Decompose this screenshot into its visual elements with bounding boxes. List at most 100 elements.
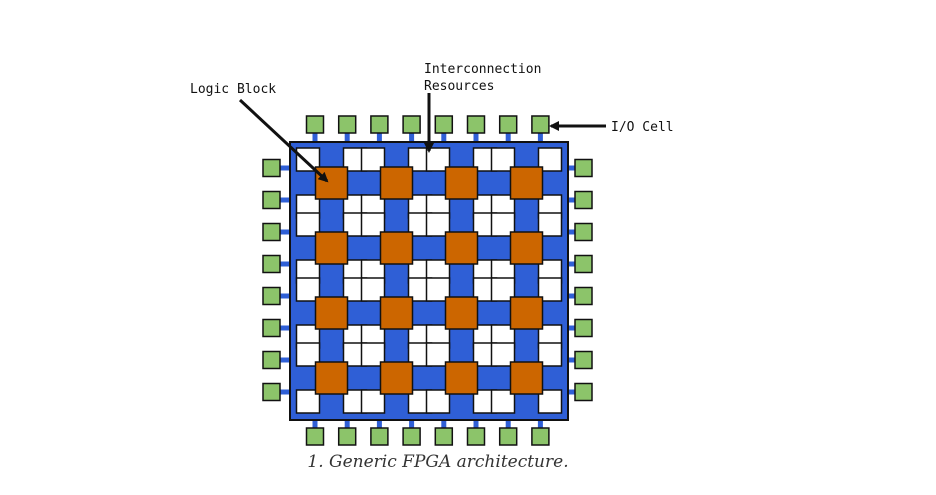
logic-block — [379, 361, 414, 395]
logic-block — [444, 361, 479, 395]
io-cell-left — [262, 350, 281, 370]
routing-cell — [425, 389, 451, 414]
io-cell-bottom — [370, 427, 389, 446]
io-connector — [278, 357, 292, 363]
routing-cell — [490, 342, 516, 367]
io-connector — [566, 325, 580, 331]
io-connector — [278, 325, 292, 331]
io-cell-left — [262, 222, 281, 242]
interconnect-label-line1: Interconnection — [424, 62, 541, 77]
io-cell-bottom — [337, 427, 357, 446]
routing-cell — [537, 147, 563, 172]
io-connector — [344, 418, 350, 430]
io-connector — [312, 132, 318, 144]
io-cell-top — [370, 115, 389, 134]
logic-block — [314, 361, 349, 395]
io-cell-top — [402, 115, 421, 134]
io-cell-bottom — [466, 427, 486, 446]
io-connector — [409, 418, 415, 430]
io-connector — [566, 389, 580, 395]
routing-cell — [295, 277, 321, 302]
routing-cell — [360, 147, 386, 172]
routing-cell — [360, 389, 386, 414]
io-cell-label: I/O Cell — [611, 120, 674, 135]
interconnect-label-line2: Resources — [424, 79, 494, 94]
io-connector — [409, 132, 415, 144]
routing-cell — [295, 212, 321, 237]
logic-block — [509, 231, 544, 265]
io-cell-left — [262, 254, 281, 274]
routing-cell — [490, 212, 516, 237]
io-cell-top — [434, 115, 454, 134]
io-connector — [278, 229, 292, 235]
io-connector — [537, 132, 543, 144]
io-cell-left — [262, 158, 281, 178]
io-connector — [566, 197, 580, 203]
io-cell-bottom — [402, 427, 421, 446]
logic-block — [379, 166, 414, 200]
routing-cell — [537, 389, 563, 414]
io-connector — [566, 357, 580, 363]
io-cell-top — [498, 115, 518, 134]
io-cell-top — [305, 115, 325, 134]
io-connector — [505, 418, 511, 430]
routing-cell — [537, 342, 563, 367]
io-cell-right — [574, 382, 593, 402]
io-connector — [537, 418, 543, 430]
io-connector — [566, 261, 580, 267]
routing-cell — [425, 147, 451, 172]
io-cell-right — [574, 318, 593, 338]
logic-block — [509, 166, 544, 200]
io-connector — [566, 293, 580, 299]
io-cell-right — [574, 286, 593, 306]
routing-cell — [360, 277, 386, 302]
io-cell-right — [574, 158, 593, 178]
logic-block — [509, 296, 544, 330]
io-connector — [278, 165, 292, 171]
logic-block — [314, 231, 349, 265]
io-cell-bottom — [434, 427, 454, 446]
logic-blocks — [314, 166, 544, 395]
logic-block-label: Logic Block — [190, 82, 276, 97]
logic-block-arrow — [238, 98, 329, 183]
routing-cell — [425, 342, 451, 367]
logic-block — [444, 166, 479, 200]
routing-cell — [425, 277, 451, 302]
io-cell-right — [574, 190, 593, 210]
routing-cell — [490, 277, 516, 302]
io-connector — [344, 132, 350, 144]
routing-cell — [490, 147, 516, 172]
io-connector — [566, 165, 580, 171]
routing-cell — [537, 212, 563, 237]
logic-block — [379, 296, 414, 330]
logic-block — [509, 361, 544, 395]
routing-cell — [295, 147, 321, 172]
io-cell-top — [466, 115, 486, 134]
routing-cell — [295, 389, 321, 414]
io-cell-top — [337, 115, 357, 134]
io-connector — [566, 229, 580, 235]
routing-cell — [537, 277, 563, 302]
io-connector — [278, 197, 292, 203]
io-cell-right — [574, 254, 593, 274]
io-connector — [441, 132, 447, 144]
figure-caption: 1. Generic FPGA architecture. — [307, 452, 569, 472]
io-cell-left — [262, 190, 281, 210]
logic-block — [379, 231, 414, 265]
routing-cell — [360, 212, 386, 237]
io-connector — [473, 132, 479, 144]
io-cell-left — [262, 318, 281, 338]
io-cell-top — [531, 115, 550, 134]
routing-cells — [295, 147, 563, 414]
io-cell-left — [262, 286, 281, 306]
routing-cell — [490, 389, 516, 414]
io-connector — [473, 418, 479, 430]
logic-block — [444, 231, 479, 265]
io-cells — [262, 115, 593, 446]
io-cell-right — [574, 222, 593, 242]
io-connector — [441, 418, 447, 430]
logic-block — [444, 296, 479, 330]
io-cell-bottom — [498, 427, 518, 446]
